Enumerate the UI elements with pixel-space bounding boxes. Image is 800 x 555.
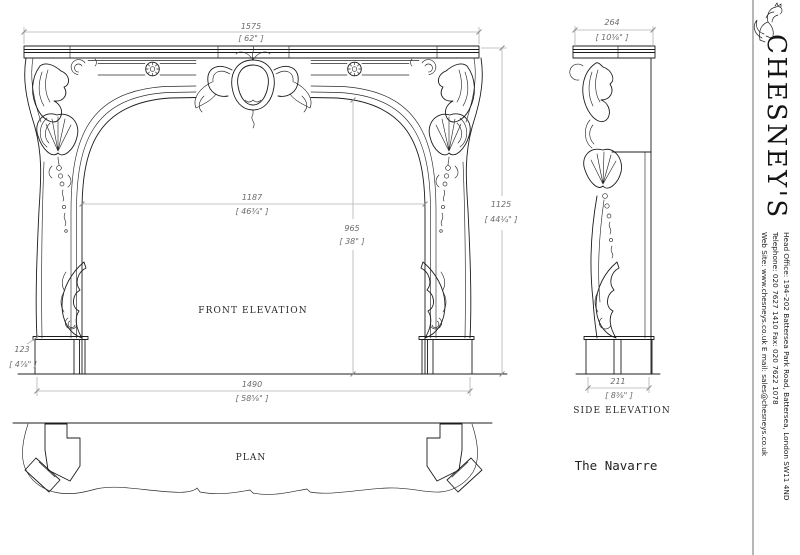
dim-opening-height-mm: 965	[344, 224, 359, 233]
sidebar: CHESNEY'S Head Office: 194–202 Battersea…	[752, 0, 791, 555]
dim-side-depth-mm: 264	[604, 18, 619, 27]
dim-plinth-height-mm: 123	[14, 345, 29, 354]
dim-opening-height-in: [ 38" ]	[339, 237, 364, 246]
dim-overall-height-in: [ 44¼" ]	[485, 215, 518, 224]
dim-base-width-mm: 1490	[242, 380, 262, 389]
side-plinth	[583, 336, 655, 375]
dim-plinth-height-in: [ 4⅞" ]	[9, 360, 37, 369]
dim-side-base-depth-mm: 211	[610, 377, 625, 386]
side-shelf	[572, 45, 656, 59]
plan-view	[12, 422, 493, 495]
dim-side-depth-in: [ 10⅜" ]	[596, 33, 629, 42]
mantel-shelf	[23, 45, 480, 59]
plan-label: PLAN	[236, 453, 267, 463]
dim-shelf-width-mm: 1575	[241, 22, 261, 31]
plan-shelf-outline	[22, 423, 478, 495]
dim-opening-width-in: [ 46¾" ]	[236, 207, 269, 216]
centre-cartouche	[194, 45, 312, 129]
dim-base-width-in: [ 58⅝" ]	[236, 394, 269, 403]
dim-shelf-width-in: [ 62" ]	[238, 34, 263, 43]
lion-crest-icon	[753, 2, 786, 43]
brand-name: CHESNEY'S	[761, 34, 791, 220]
address-web: Web Site: www.chesneys.co.uk E mail: sal…	[760, 232, 769, 457]
dim-opening-width-mm: 1187	[242, 193, 263, 202]
side-elevation	[569, 45, 661, 375]
front-elevation	[17, 45, 508, 375]
address-telephone: Telephone: 020 7627 1410 Fax: 020 7622 1…	[771, 231, 780, 405]
side-elevation-label: SIDE ELEVATION	[573, 406, 671, 416]
dim-side-base-depth-in: [ 8⅜" ]	[605, 391, 633, 400]
address-head-office: Head Office: 194–202 Battersea Park Road…	[782, 232, 791, 501]
side-dimensions: 264 [ 10⅜" ] 211 [ 8⅜" ]	[572, 18, 656, 400]
dim-overall-height-mm: 1125	[491, 200, 511, 209]
front-dimensions: 1575 [ 62" ] 1125 [ 44¼" ] 1187 [ 46¾" ]…	[9, 22, 517, 403]
front-elevation-label: FRONT ELEVATION	[198, 306, 307, 316]
drawing-title: The Navarre	[575, 458, 658, 473]
